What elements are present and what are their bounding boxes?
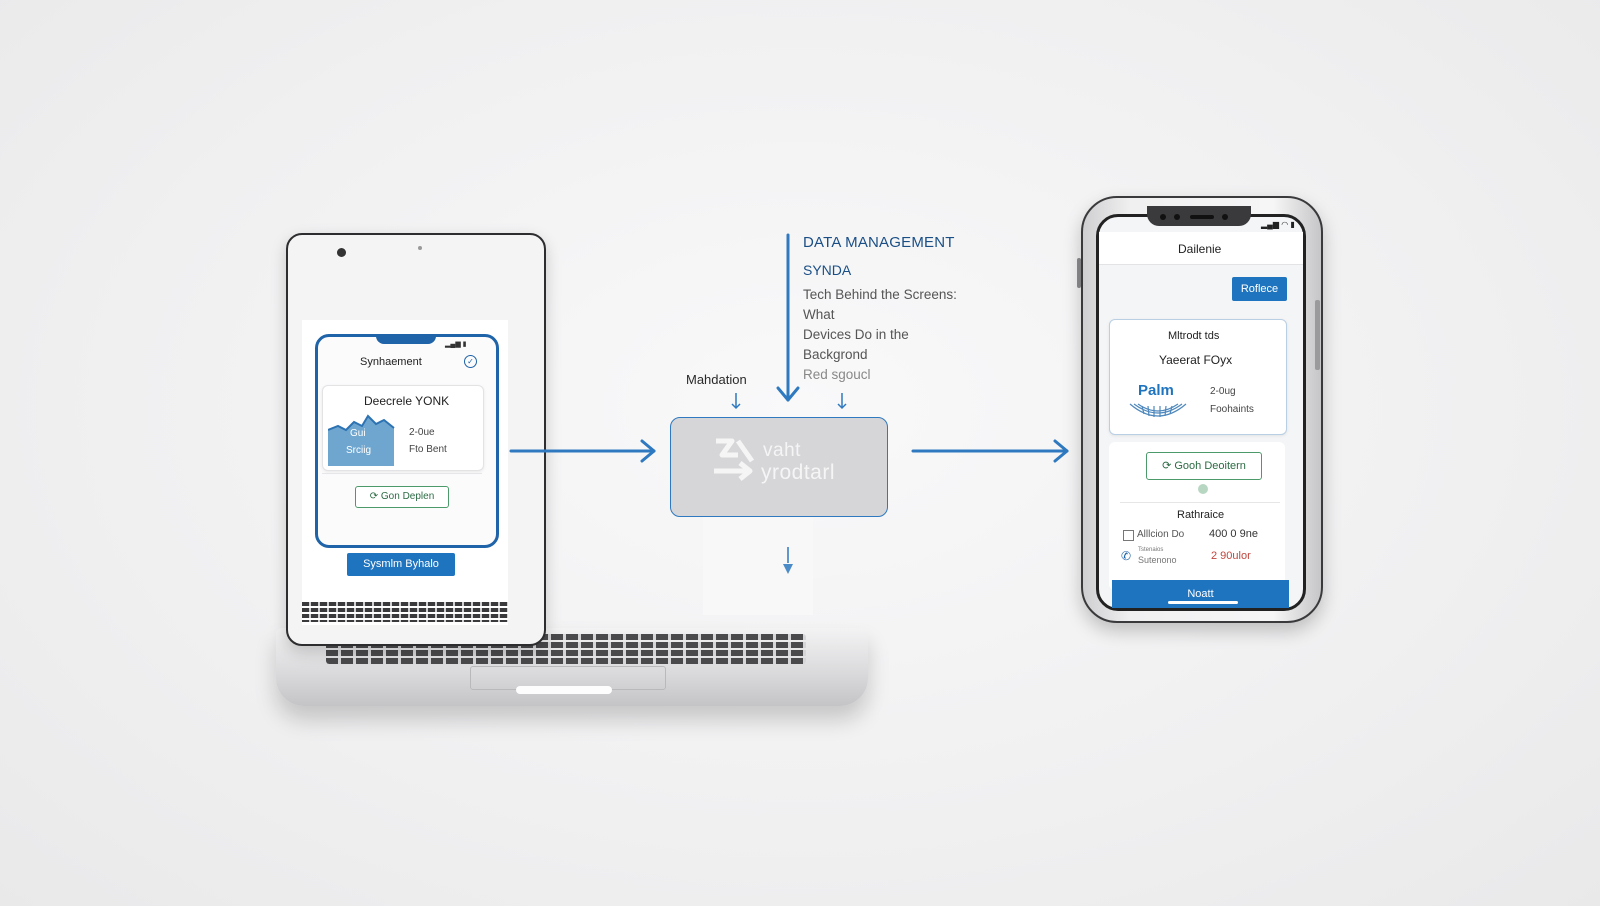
sync-hub-box <box>670 417 888 517</box>
phone-stat: Foohaints <box>1210 404 1254 415</box>
desc-line: Backgrond <box>803 347 868 362</box>
row-label: Sutenono <box>1138 555 1177 565</box>
phone-app-title: Dailenie <box>1178 242 1222 256</box>
phone-side-button <box>1315 300 1320 370</box>
card-line: Yaeerat FOyx <box>1159 353 1233 367</box>
status-dot <box>1198 484 1208 494</box>
chart-label: Gui <box>350 428 366 439</box>
signal-icon: ▂▄▆ ▮ <box>445 341 467 348</box>
chart-label: Srciig <box>346 445 372 456</box>
phone-stat: 2-0ug <box>1210 386 1236 397</box>
diagram-subheading: SYNDA <box>803 262 852 278</box>
sync-logo-icon <box>714 438 755 481</box>
phone-side-button <box>1077 258 1081 288</box>
camera-dot <box>1174 214 1180 220</box>
arrow-right-icon <box>640 439 656 463</box>
tablet-stat: 2-0ue <box>409 427 435 438</box>
tablet-card-title: Deecrele YONK <box>364 394 450 408</box>
checkbox-icon[interactable] <box>1123 530 1134 541</box>
arrow-down-icon <box>731 403 741 410</box>
speaker-grille <box>1190 215 1214 219</box>
tablet-camera <box>337 248 346 257</box>
arrow-right-icon <box>1053 439 1069 463</box>
laptop-notch <box>516 686 612 694</box>
diagram-description: Tech Behind the Screens: What Devices Do… <box>803 285 983 385</box>
desc-line: Red sgoucl <box>803 367 871 382</box>
hub-shadow-plate <box>703 515 813 615</box>
brand-logo-text: Palm <box>1138 382 1174 399</box>
home-indicator <box>1168 601 1238 604</box>
tablet-app-notch <box>376 334 436 344</box>
tablet-stat: Fto Bent <box>409 444 447 455</box>
check-circle-icon[interactable]: ✓ <box>464 355 477 368</box>
phone-header <box>1099 232 1303 265</box>
refresh-icon: ⟳ <box>1162 460 1175 472</box>
tablet-sensor <box>418 246 422 250</box>
tablet-keyboard-strip <box>302 602 508 622</box>
wave-logo-icon <box>1129 403 1187 417</box>
refresh-icon: ⟳ <box>369 491 381 502</box>
row-label-small: Tstenaios <box>1138 547 1164 553</box>
phone-icon[interactable]: ✆ <box>1121 549 1132 563</box>
row-value-alert: 2 90ulor <box>1211 550 1251 562</box>
tablet-app-title: Synhaement <box>360 356 422 368</box>
card-line: Mltrodt tds <box>1168 330 1220 342</box>
tablet-primary-button[interactable]: Sysmlm Byhalo <box>347 553 455 576</box>
tablet-secondary-label: Gon Deplen <box>380 491 435 502</box>
hub-input-label: Mahdation <box>686 372 747 387</box>
section-title: Rathraice <box>1177 509 1225 521</box>
hub-line-1: vaht <box>763 440 801 461</box>
desc-line: Devices Do in the <box>803 327 909 342</box>
mini-area-chart <box>328 414 395 466</box>
diagram-heading: DATA MANAGEMENT <box>803 234 955 251</box>
hub-line-2: yrodtarl <box>761 461 836 484</box>
row-label: Alllcion Do <box>1137 529 1185 540</box>
desc-line: What <box>803 307 835 322</box>
camera-dot <box>1222 214 1228 220</box>
arrow-down-icon <box>776 386 800 402</box>
divider <box>1120 502 1280 503</box>
signal-icon: ▂▄▆ ◠ ▮ <box>1261 220 1295 229</box>
tablet-secondary-button[interactable]: ⟳ Gon Deplen <box>355 486 449 508</box>
desc-line: Tech Behind the Screens: <box>803 287 957 302</box>
phone-action-label: Gooh Deoitern <box>1174 460 1246 472</box>
phone-top-button[interactable]: Roflece <box>1232 277 1287 301</box>
divider <box>322 473 482 474</box>
row-value: 400 0 9ne <box>1209 528 1258 540</box>
arrow-down-icon <box>783 564 793 574</box>
camera-dot <box>1160 214 1166 220</box>
arrow-down-icon <box>837 403 847 410</box>
phone-action-button[interactable]: ⟳ Gooh Deoitern <box>1146 452 1262 480</box>
